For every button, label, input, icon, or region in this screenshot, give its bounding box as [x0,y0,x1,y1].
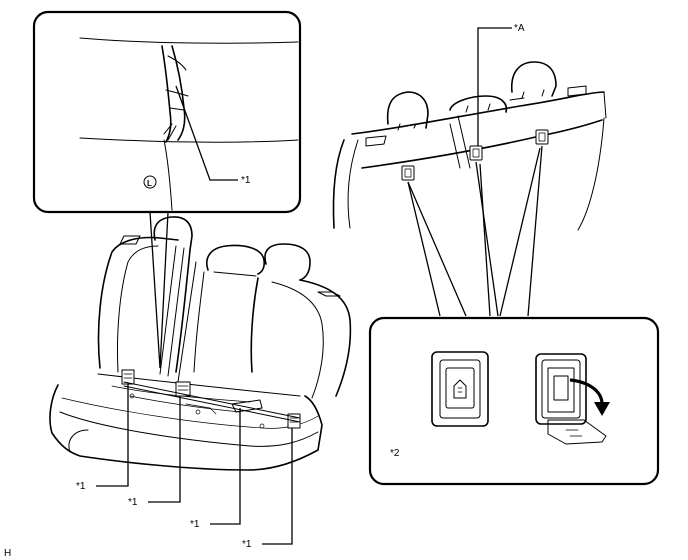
corner-mark: H [4,548,11,559]
tether-anchor-right [535,129,549,145]
tether-detail-callout: *2 [368,316,660,486]
detail-callout-anchor: L *1 [32,10,302,369]
label-part-a: *A [514,23,525,34]
tether-anchor-left [401,165,415,181]
anchor-cover-open [535,353,610,445]
seatback-rear-view: *A [332,23,607,317]
part-1-leaders: *1 *1 *1 *1 [76,384,293,550]
lower-anchor-symbol-icon: L [147,179,152,188]
rear-seat-drawing [49,216,352,471]
label-part-2: *2 [390,448,400,459]
lower-anchor-center [175,381,191,397]
tether-anchor-center [469,145,483,161]
lower-anchor-left [121,369,135,385]
label-part-1-center: *1 [128,497,138,508]
label-part-1-right: *1 [242,539,252,550]
label-part-1-buckle: *1 [190,519,200,530]
label-part-1-detail: *1 [241,175,251,186]
anchor-cover-closed [431,351,489,427]
label-part-1-left: *1 [76,481,86,492]
